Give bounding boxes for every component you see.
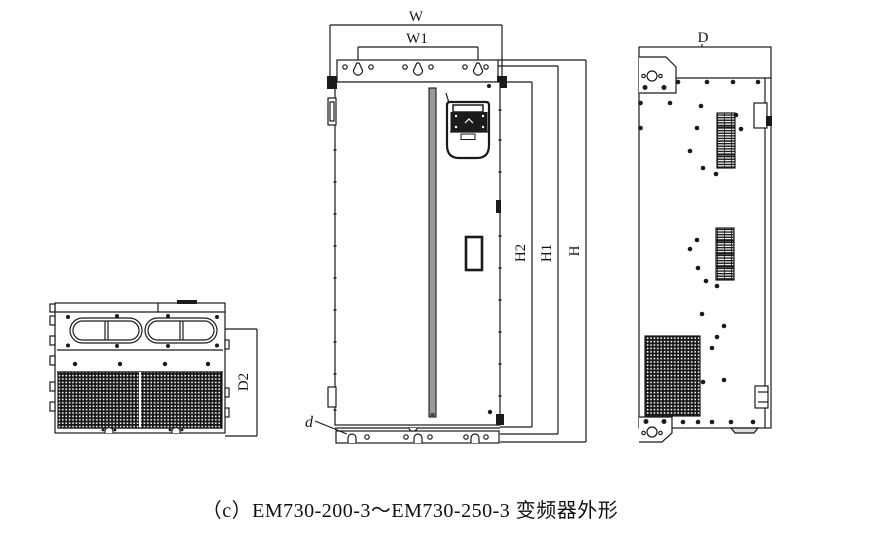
side-bottom-bracket: [639, 416, 673, 443]
cable-gland-opening-left: [69, 317, 143, 344]
side-edge-clips: [753, 102, 772, 409]
cable-gland-section: [57, 314, 223, 351]
side-screw-dots: [638, 79, 761, 425]
bottom-holes: [364, 434, 489, 440]
keypad-display: [450, 112, 488, 132]
side-top-bracket: [639, 56, 677, 94]
keypad-logo-label: [460, 133, 476, 140]
dim-label-w1: W1: [406, 31, 428, 47]
dimension-h1: H1: [498, 65, 559, 435]
panel-seam: [428, 87, 437, 418]
dim-label-h1: H1: [539, 244, 555, 262]
dim-label-d-hole: d: [305, 414, 314, 431]
top-view-mesh: [57, 371, 223, 429]
dim-label-h2: H2: [513, 244, 529, 262]
dim-label-d2: D2: [236, 373, 252, 391]
dimension-w: W: [329, 9, 503, 78]
bottom-slots: [347, 433, 480, 443]
dimension-w1: W1: [357, 31, 479, 62]
bracket-side-holes: [342, 64, 489, 70]
top-view-edge-clips: [49, 315, 230, 418]
keypad-top-window: [452, 104, 484, 113]
bottom-mounting-bracket: [335, 427, 500, 444]
dimension-d: D: [698, 30, 709, 47]
top-view: D2: [49, 300, 258, 437]
gland-screw-dots: [66, 314, 219, 348]
keyhole-slots: [352, 62, 484, 76]
dimension-d2: D2: [225, 328, 258, 437]
side-vent-strips: [715, 112, 736, 281]
dimension-h2: H2: [500, 81, 533, 428]
left-edge-clips: [327, 97, 337, 408]
dimension-h: H: [498, 59, 587, 443]
dim-label-h: H: [567, 245, 583, 256]
cable-gland-opening-right: [144, 317, 218, 344]
dim-label-d: D: [698, 30, 709, 46]
figure-caption: （c）EM730-200-3～EM730-250-3 变频器外形: [201, 500, 619, 522]
dim-label-w: W: [409, 9, 424, 25]
side-view: D: [638, 30, 772, 443]
keypad: [445, 92, 491, 160]
nameplate: [464, 235, 484, 272]
panel-seam-end: [430, 413, 435, 417]
top-view-bottom-notches: [101, 426, 184, 433]
side-foot: [729, 427, 760, 434]
front-view: W W1: [305, 9, 587, 444]
side-vent-mesh: [644, 335, 701, 417]
mounting-hole-callout: d: [305, 414, 348, 435]
